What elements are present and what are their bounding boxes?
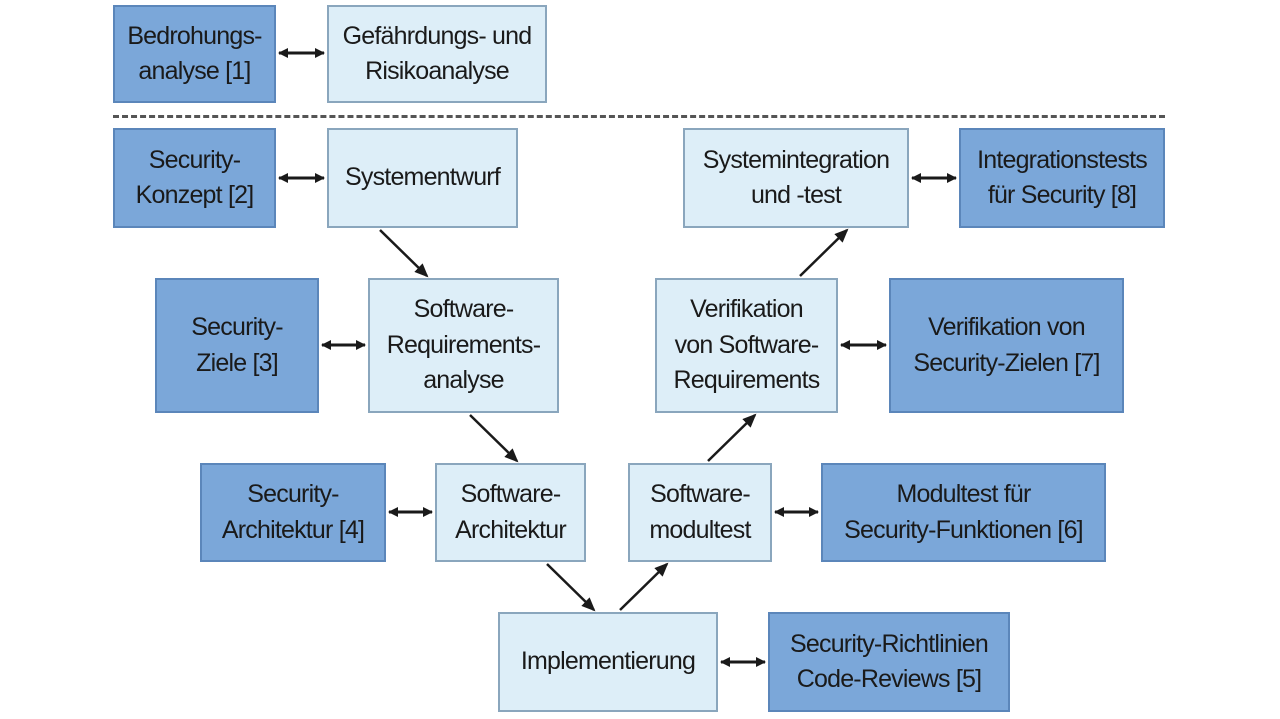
systemintegration-label: Systemintegration und -test <box>702 145 890 210</box>
software-requirementsanalyse-label: Software- Requirements- analyse <box>386 295 541 395</box>
verifikation-sw-requirements-label: Verifikation von Software- Requirements <box>673 295 820 395</box>
flow-arrow-verifikation-to-systemintegration <box>799 228 849 277</box>
implementierung-box: Implementierung <box>498 612 718 712</box>
phase-divider <box>113 115 1165 118</box>
software-modultest-box: Software- modultest <box>628 463 772 562</box>
security-richtlinien-label: Security-Richtlinien Code-Reviews [5] <box>790 629 989 694</box>
systementwurf-label: Systementwurf <box>345 163 501 192</box>
flow-arrow-systementwurf-to-requirements <box>379 229 429 278</box>
modultest-security-funktionen-label: Modultest für Security-Funktionen [6] <box>844 480 1083 544</box>
flow-arrow-implementierung-to-modultest <box>619 562 669 611</box>
systementwurf-box: Systementwurf <box>327 128 518 228</box>
flow-arrow-architektur-to-implementierung <box>546 563 596 612</box>
software-architektur-label: Software- Architektur <box>455 480 566 544</box>
flow-arrow-requirements-to-architektur <box>469 414 519 463</box>
security-architektur-box: Security- Architektur [4] <box>200 463 386 562</box>
software-requirementsanalyse-box: Software- Requirements- analyse <box>368 278 559 413</box>
security-ziele-label: Security- Ziele [3] <box>191 313 283 377</box>
modultest-security-funktionen-box: Modultest für Security-Funktionen [6] <box>821 463 1106 562</box>
security-konzept-box: Security- Konzept [2] <box>113 128 276 228</box>
security-richtlinien-box: Security-Richtlinien Code-Reviews [5] <box>768 612 1010 712</box>
security-ziele-box: Security- Ziele [3] <box>155 278 319 413</box>
software-architektur-box: Software- Architektur <box>435 463 586 562</box>
integrationstests-security-label: Integrationstests für Security [8] <box>977 145 1148 210</box>
bedrohungsanalyse-label: Bedrohungs- analyse [1] <box>127 21 262 86</box>
bedrohungsanalyse-box: Bedrohungs- analyse [1] <box>113 5 276 103</box>
gefaehrdungs-risikoanalyse-box: Gefährdungs- und Risikoanalyse <box>327 5 547 103</box>
verifikation-sw-requirements-box: Verifikation von Software- Requirements <box>655 278 838 413</box>
verifikation-security-ziele-label: Verifikation von Security-Zielen [7] <box>913 313 1100 377</box>
implementierung-label: Implementierung <box>520 647 696 676</box>
security-architektur-label: Security- Architektur [4] <box>221 480 365 544</box>
flow-arrow-modultest-to-verifikation <box>707 413 757 462</box>
systemintegration-box: Systemintegration und -test <box>683 128 909 228</box>
software-modultest-label: Software- modultest <box>649 480 751 544</box>
gefaehrdungs-risikoanalyse-label: Gefährdungs- und Risikoanalyse <box>342 21 533 86</box>
integrationstests-security-box: Integrationstests für Security [8] <box>959 128 1165 228</box>
security-konzept-label: Security- Konzept [2] <box>135 145 254 210</box>
verifikation-security-ziele-box: Verifikation von Security-Zielen [7] <box>889 278 1124 413</box>
